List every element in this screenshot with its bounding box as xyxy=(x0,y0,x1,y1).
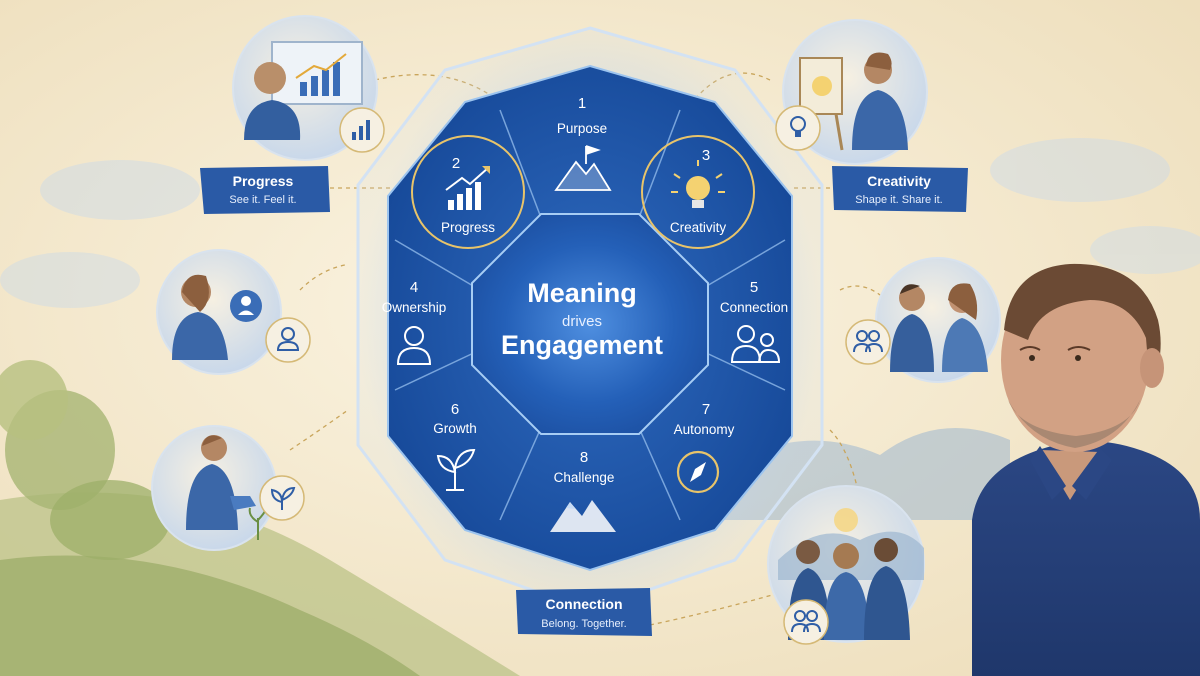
landscape-hill xyxy=(0,360,520,676)
tag-subtitle: Shape it. Share it. xyxy=(855,194,942,206)
tag-title: Progress xyxy=(233,173,294,189)
vignette-connection xyxy=(875,257,1001,383)
segment-number: 1 xyxy=(578,95,586,112)
segment-label: Growth xyxy=(433,421,477,436)
tag-title: Creativity xyxy=(867,173,931,189)
segment-challenge: 8 Challenge xyxy=(550,449,616,532)
growth-chart-icon xyxy=(445,166,490,210)
segment-number: 3 xyxy=(702,147,710,164)
center-connector-drives: drives xyxy=(562,313,602,330)
segment-growth: 6 Growth xyxy=(433,401,477,491)
segment-purpose: 1 Purpose xyxy=(554,95,612,191)
segment-connection: 5 Connection xyxy=(720,279,788,363)
segment-ownership: 4 Ownership xyxy=(382,279,447,365)
segment-label: Creativity xyxy=(670,220,727,235)
man-portrait xyxy=(972,263,1200,676)
lightbulb-badge-icon xyxy=(775,105,821,151)
segment-number: 6 xyxy=(451,401,459,418)
person-badge-icon xyxy=(265,317,311,363)
segment-label: Connection xyxy=(720,300,788,315)
person-icon xyxy=(396,326,432,365)
tag-connection: Connection Belong. Together. xyxy=(516,588,652,636)
mountain-flag-icon xyxy=(554,145,612,191)
lightbulb-icon xyxy=(671,160,725,208)
segment-number: 4 xyxy=(410,279,418,296)
center-title-meaning: Meaning xyxy=(527,278,637,308)
segment-number: 8 xyxy=(580,449,588,466)
vignette-ownership xyxy=(156,249,282,375)
center-octagon xyxy=(471,213,709,435)
segment-progress: 2 Progress xyxy=(411,135,525,249)
sprout-badge-icon xyxy=(259,475,305,521)
tag-subtitle: Belong. Together. xyxy=(541,618,626,630)
segment-dividers xyxy=(394,109,786,521)
clouds xyxy=(0,138,1200,308)
segment-label: Purpose xyxy=(557,121,607,136)
people-badge-icon xyxy=(845,319,891,365)
mountains-icon xyxy=(550,500,616,532)
segment-creativity: 3 Creativity xyxy=(641,135,755,249)
people-icon xyxy=(730,325,781,363)
tag-subtitle: See it. Feel it. xyxy=(229,194,296,206)
tag-title: Connection xyxy=(546,596,623,612)
sprout-icon xyxy=(436,448,476,491)
segment-autonomy: 7 Autonomy xyxy=(674,401,735,494)
chart-badge-icon xyxy=(339,107,385,153)
segment-number: 7 xyxy=(702,401,710,418)
tag-progress: Progress See it. Feel it. xyxy=(200,166,330,214)
segment-number: 5 xyxy=(750,279,758,296)
segment-label: Ownership xyxy=(382,300,447,315)
segment-label: Autonomy xyxy=(674,422,735,437)
vignette-growth xyxy=(151,425,277,551)
segment-number: 2 xyxy=(452,155,460,172)
segment-label: Challenge xyxy=(554,470,615,485)
center-title-engagement: Engagement xyxy=(501,330,663,360)
segment-label: Progress xyxy=(441,220,495,235)
compass-icon xyxy=(676,450,720,494)
tag-creativity: Creativity Shape it. Share it. xyxy=(832,166,968,212)
group-badge-icon xyxy=(783,599,829,645)
